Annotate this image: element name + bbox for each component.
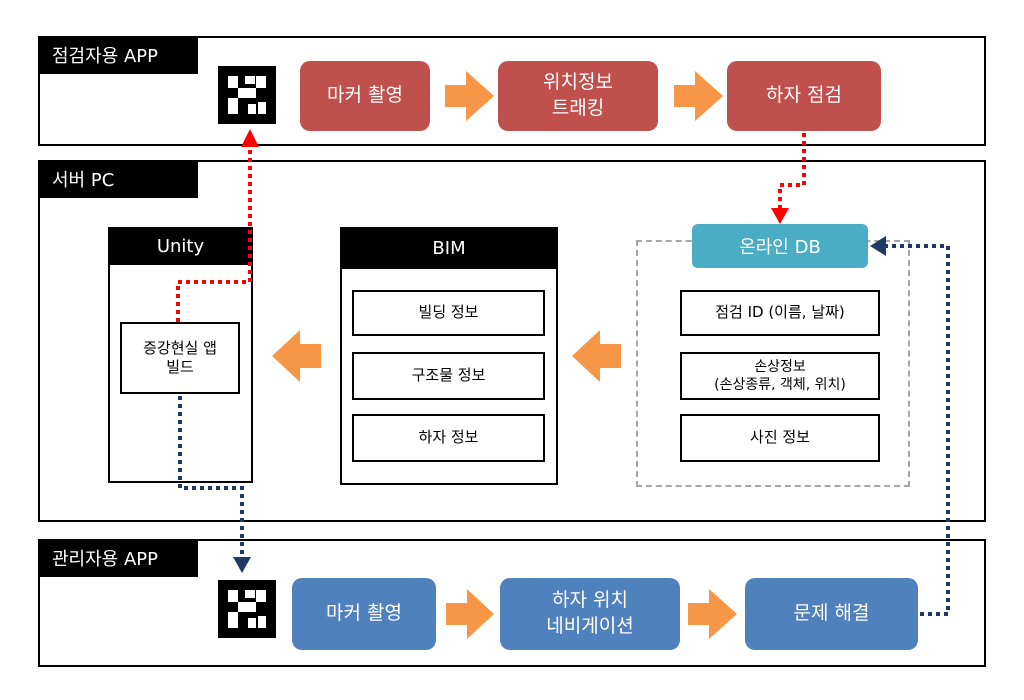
bim-item-structure: 구조물 정보	[352, 352, 545, 400]
inspection-app-title: 점검자용 APP	[38, 36, 198, 74]
flow-arrow-right-icon	[445, 71, 494, 121]
inspection-step-defect-check: 하자 점검	[727, 61, 881, 131]
bim-item-defect: 하자 정보	[352, 414, 545, 462]
navy-arrowhead-icon	[233, 557, 251, 573]
flow-arrow-right-icon	[446, 589, 494, 639]
ar-app-build: 증강현실 앱 빌드	[120, 322, 240, 394]
navy-link-line	[880, 244, 950, 616]
navy-link-line	[178, 396, 244, 560]
bim-title: BIM	[340, 227, 558, 269]
flow-arrow-right-icon	[674, 71, 723, 121]
ar-marker-icon	[218, 580, 276, 638]
manager-step-resolve: 문제 해결	[745, 578, 918, 650]
red-link-line	[778, 133, 806, 212]
manager-app-title: 관리자용 APP	[38, 539, 198, 577]
red-arrowhead-icon	[771, 208, 789, 224]
server-title: 서버 PC	[38, 160, 198, 198]
flow-arrow-left-icon	[572, 330, 621, 382]
ar-marker-icon	[218, 66, 276, 124]
db-item-inspection-id: 점검 ID (이름, 날짜)	[680, 290, 880, 336]
db-title: 온라인 DB	[692, 224, 868, 268]
bim-item-building: 빌딩 정보	[352, 290, 545, 336]
unity-title: Unity	[108, 227, 253, 265]
red-arrowhead-icon	[241, 129, 259, 147]
manager-step-navigation: 하자 위치 네비게이션	[500, 578, 680, 650]
flow-arrow-right-icon	[688, 589, 737, 639]
navy-arrowhead-icon	[870, 236, 886, 256]
manager-step-marker: 마커 촬영	[292, 578, 436, 650]
inspection-step-tracking: 위치정보 트래킹	[498, 61, 658, 131]
red-link-line	[176, 135, 252, 322]
inspection-step-marker: 마커 촬영	[300, 61, 430, 131]
flow-arrow-left-icon	[272, 330, 321, 382]
db-item-damage-info: 손상정보 (손상종류, 객체, 위치)	[680, 352, 880, 400]
db-item-photo-info: 사진 정보	[680, 414, 880, 462]
